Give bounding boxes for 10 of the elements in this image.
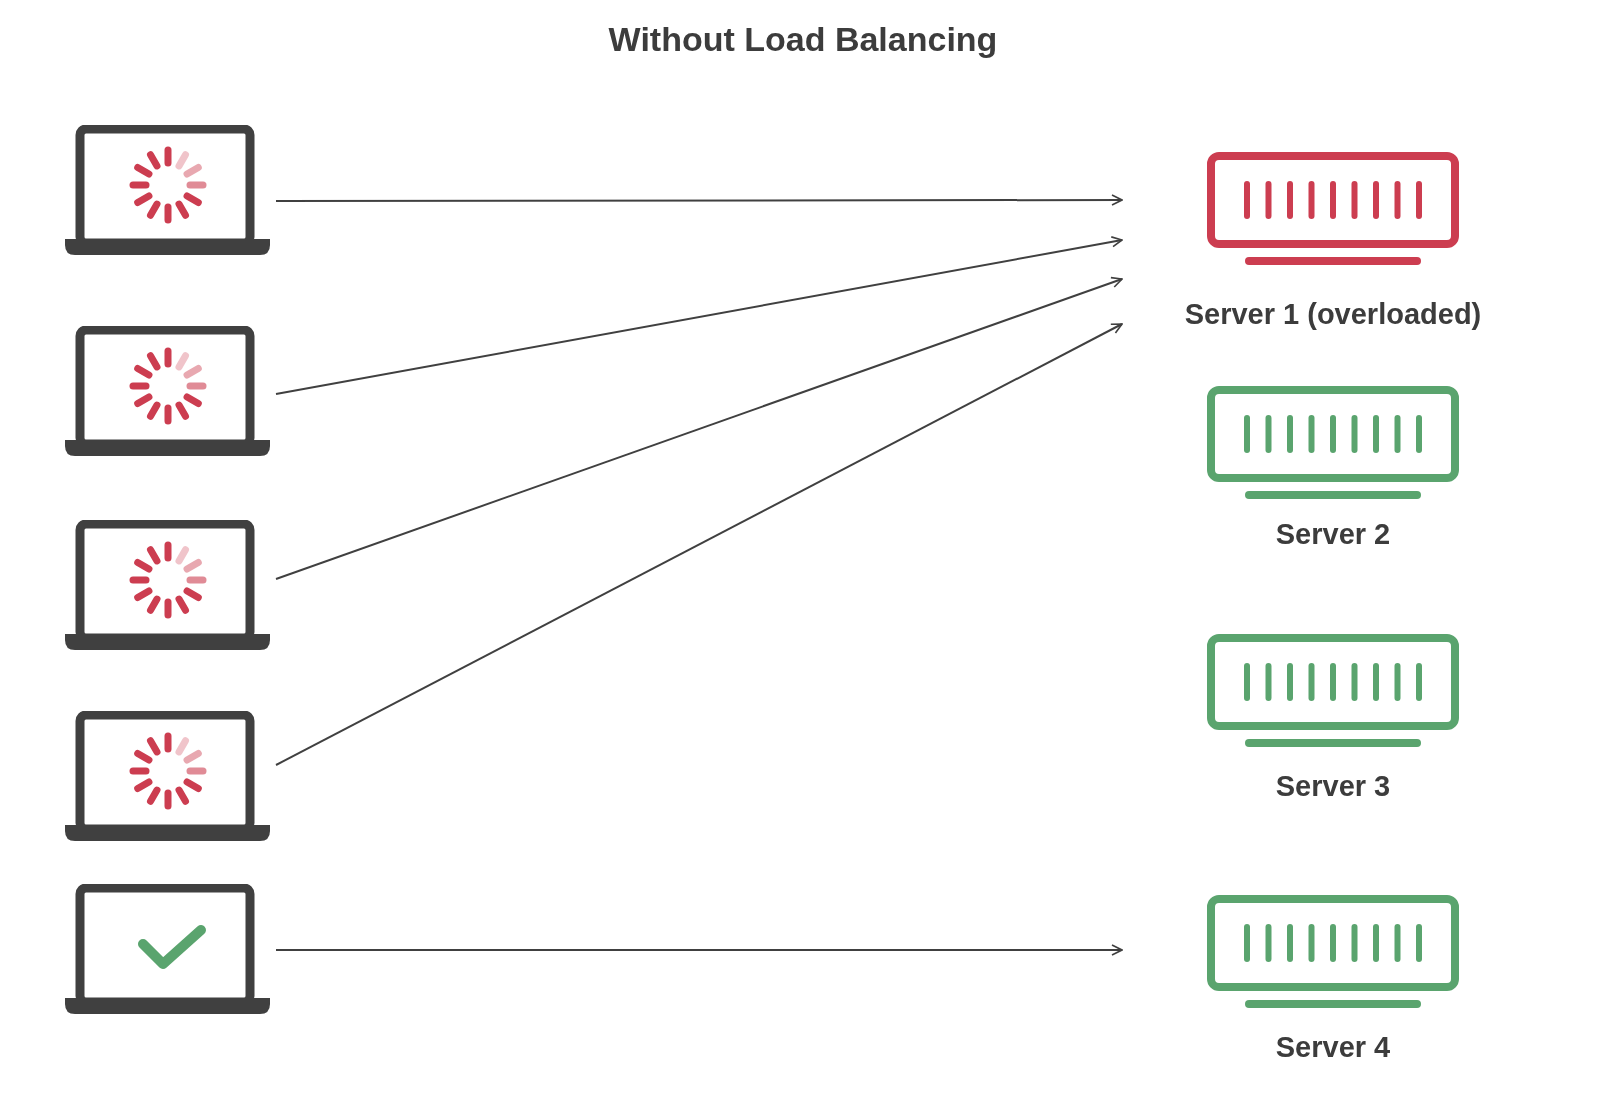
server-label: Server 4 <box>1275 1031 1391 1064</box>
arrow <box>275 323 1123 766</box>
arrow <box>275 276 1123 580</box>
arrow <box>275 944 1123 956</box>
arrow <box>275 236 1123 395</box>
diagram-title: Without Load Balancing <box>607 20 999 59</box>
arrow <box>275 194 1123 206</box>
server-label: Server 2 <box>1275 518 1391 551</box>
server-label: Server 3 <box>1275 770 1391 803</box>
server-label: Server 1 (overloaded) <box>1184 298 1482 331</box>
